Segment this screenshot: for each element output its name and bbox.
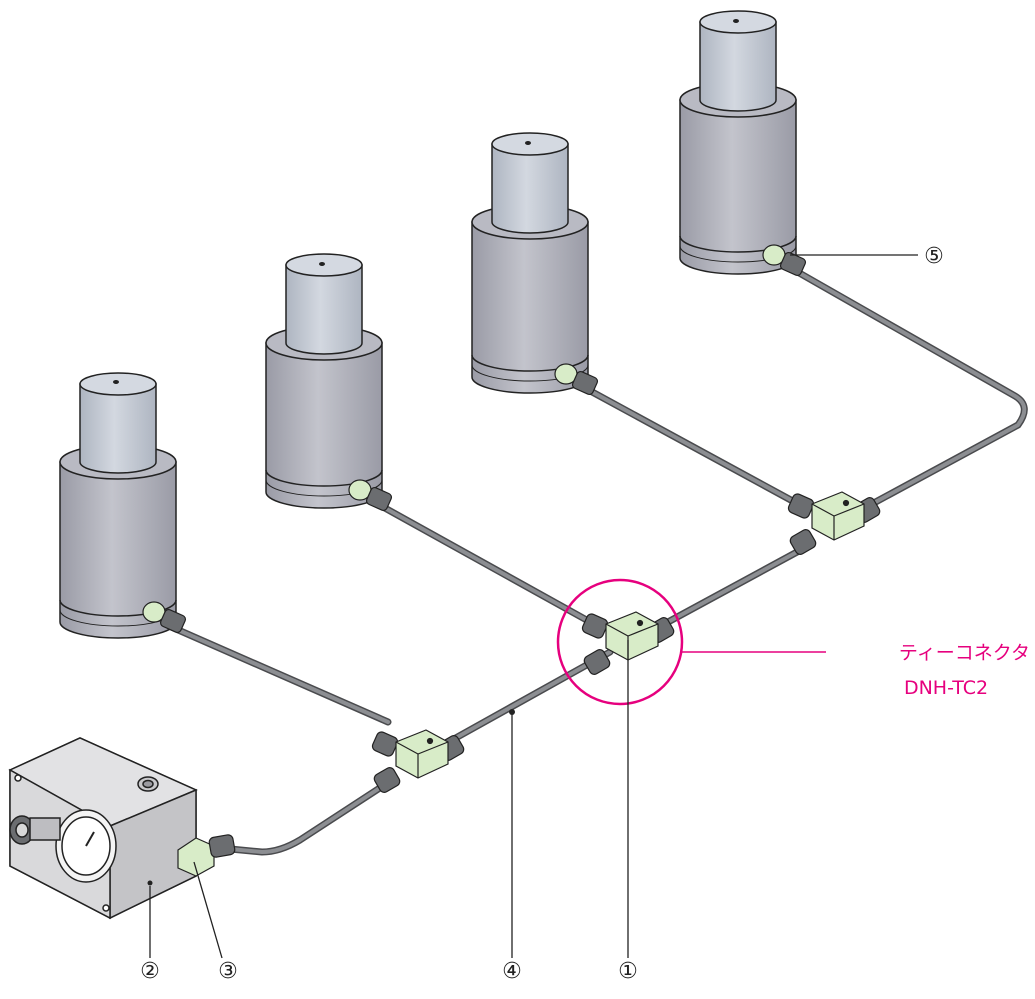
hose-marker-dot [509,709,515,715]
cylinder-4 [679,10,797,275]
cylinder-1 [59,372,177,639]
pump-unit [8,737,198,920]
coupler-cylinder-4 [762,244,807,277]
callout-5: ⑤ [924,244,944,269]
pump-coupler [177,834,236,877]
tee-connector-b [581,611,675,675]
cylinder-3 [471,132,589,394]
tee-connector-name: ティーコネクタ [899,642,1030,664]
pump-valve-knob [9,815,61,845]
coupler-cylinder-3 [554,363,599,396]
coupler-cylinder-1 [142,601,187,634]
callout-3: ③ [218,959,238,984]
callout-1: ① [618,959,638,984]
leader-lines [149,254,918,959]
callout-2: ② [140,959,160,984]
tee-connector-c [787,491,881,555]
cylinder-2 [265,253,383,509]
coupler-cylinder-2 [348,479,393,512]
tee-connector-model: DNH-TC2 [904,677,988,699]
callout-4: ④ [502,959,522,984]
tee-connector-highlight [556,578,826,706]
tee-connector-a [371,729,465,793]
hose-lines [156,258,1028,856]
